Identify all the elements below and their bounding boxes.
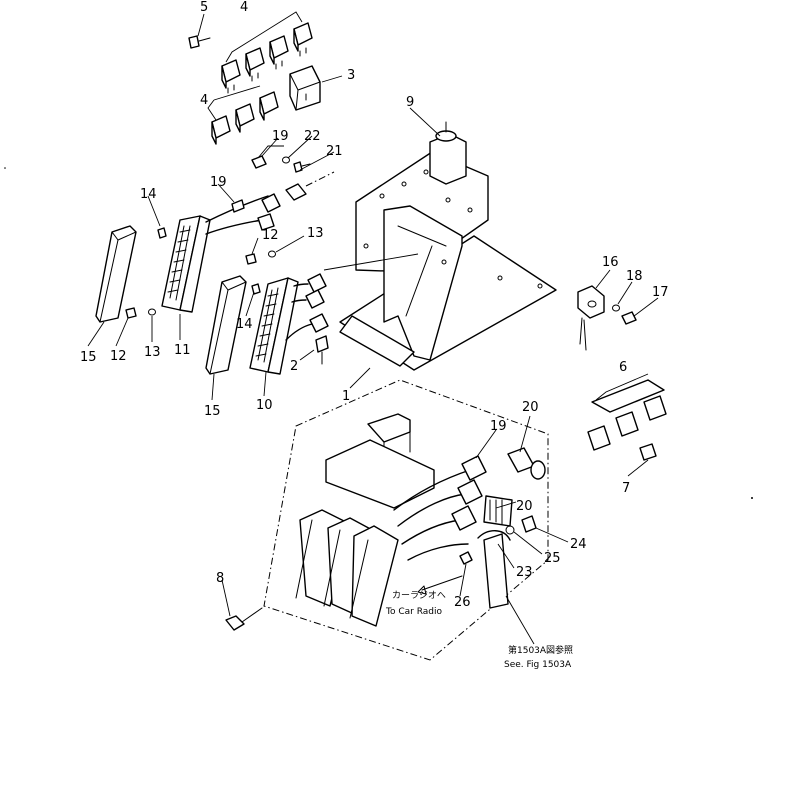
- washer: [612, 304, 620, 312]
- bolt: [621, 311, 637, 325]
- relay-bracket: [587, 373, 667, 451]
- bolt: [188, 35, 211, 49]
- callout-15: 15: [80, 350, 97, 365]
- clip: [231, 199, 245, 213]
- callout-2: 2: [290, 359, 298, 374]
- washer: [268, 250, 276, 258]
- callout-20: 20: [522, 400, 539, 415]
- callout-12: 12: [110, 349, 127, 364]
- bolt: [293, 161, 311, 173]
- callout-3: 3: [347, 68, 355, 83]
- relay: [221, 59, 241, 94]
- washer: [282, 156, 290, 164]
- relay: [259, 91, 279, 121]
- relay-group-lower: [207, 85, 279, 145]
- relay: [211, 115, 231, 145]
- connector-cap: [285, 171, 335, 201]
- callout-7: 7: [622, 481, 630, 496]
- callout-4: 4: [240, 0, 248, 15]
- relay-large: [289, 65, 321, 111]
- callout-19: 19: [490, 419, 507, 434]
- callout-21: 21: [326, 144, 343, 159]
- see-fig-note-en: See. Fig 1503A: [504, 660, 572, 670]
- cover: [95, 225, 137, 323]
- callout-leaders: [87, 13, 659, 645]
- callout-22: 22: [304, 129, 321, 144]
- callout-24: 24: [570, 537, 587, 552]
- callout-12: 12: [262, 228, 279, 243]
- callout-9: 9: [406, 95, 414, 110]
- callout-8: 8: [216, 571, 224, 586]
- bolt: [125, 307, 137, 319]
- flasher-unit: [577, 285, 605, 351]
- relay: [293, 22, 313, 57]
- callout-4: 4: [200, 93, 208, 108]
- callout-13: 13: [307, 226, 324, 241]
- callout-14: 14: [140, 187, 157, 202]
- notes: カーラジオへ To Car Radio 第1503A図参照 See. Fig 1…: [385, 590, 573, 670]
- callout-labels: 5 4 3 4 9 19 22 21 14 19 12 13 14 12 13 …: [80, 0, 669, 610]
- relay: [245, 47, 265, 82]
- bolt: [245, 253, 257, 265]
- callout-5: 5: [200, 0, 208, 15]
- relay: [235, 103, 255, 133]
- callout-23: 23: [516, 565, 533, 580]
- relay: [269, 35, 289, 70]
- callout-14: 14: [236, 317, 253, 332]
- callout-25: 25: [544, 551, 561, 566]
- callout-10: 10: [256, 398, 273, 413]
- panel-bracket: [323, 151, 557, 371]
- callout-20: 20: [516, 499, 533, 514]
- screw: [251, 283, 261, 295]
- callout-13: 13: [144, 345, 161, 360]
- washer: [148, 308, 156, 316]
- cover: [205, 275, 247, 375]
- switch: [429, 121, 467, 185]
- callout-15: 15: [204, 404, 221, 419]
- callout-17: 17: [652, 285, 669, 300]
- callout-11: 11: [174, 343, 191, 358]
- bolt: [639, 443, 657, 461]
- callout-6: 6: [619, 360, 627, 375]
- connector-block: [249, 273, 329, 375]
- callout-19: 19: [272, 129, 289, 144]
- bolt: [315, 335, 329, 365]
- relay-group-upper: [221, 11, 313, 94]
- callout-26: 26: [454, 595, 471, 610]
- screw: [157, 227, 167, 239]
- clip: [251, 155, 267, 169]
- callout-18: 18: [626, 269, 643, 284]
- see-fig-note-jp: 第1503A図参照: [508, 644, 573, 656]
- car-radio-note-en: To Car Radio: [385, 607, 442, 617]
- callout-16: 16: [602, 255, 619, 270]
- detail-view: [225, 379, 549, 661]
- car-radio-note-jp: カーラジオへ: [392, 590, 446, 601]
- callout-1: 1: [342, 389, 350, 404]
- callout-19: 19: [210, 175, 227, 190]
